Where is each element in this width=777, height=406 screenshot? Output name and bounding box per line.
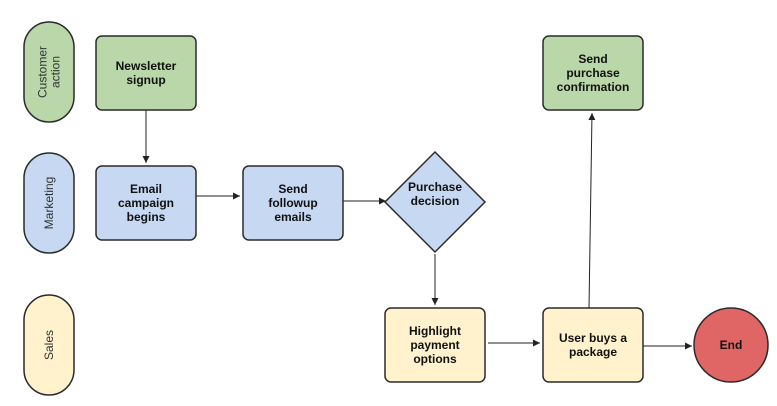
process-box (542, 307, 644, 383)
process-box (95, 35, 197, 111)
process-box (242, 165, 344, 241)
node-label: End (720, 338, 743, 352)
lane-label: Sales (42, 330, 56, 360)
process-box (542, 35, 644, 111)
lane-customer: Customeraction (23, 21, 75, 123)
lane-pill (23, 152, 75, 254)
edge-user_buys-to-send_confirmation (588, 112, 596, 309)
process-box (95, 165, 197, 241)
decision-diamond (383, 150, 487, 254)
lane-pill (23, 294, 75, 396)
terminal-circle (693, 307, 769, 383)
node-end: End (693, 307, 769, 383)
process-box (384, 307, 486, 383)
edges-layer (142, 110, 692, 350)
lane-label: Marketing (42, 177, 56, 230)
lane-pill (23, 21, 75, 123)
lane-marketing: Marketing (23, 152, 75, 254)
lane-sales: Sales (23, 294, 75, 396)
lane-label: Customeraction (36, 46, 63, 98)
